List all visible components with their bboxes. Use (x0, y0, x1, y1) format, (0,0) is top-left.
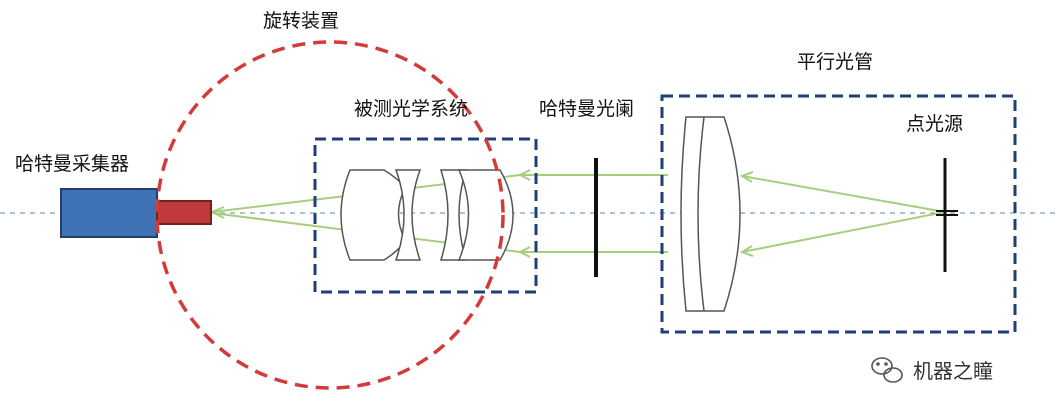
test-lens-element-1 (340, 169, 406, 261)
ray-upper-collimator (741, 175, 946, 213)
label-rotation-device: 旋转装置 (263, 10, 339, 32)
arrowhead-lower-collimator (739, 245, 754, 257)
hartmann-sensor-body (60, 188, 158, 238)
arrowhead-upper-collimator (739, 171, 754, 183)
test-lens-group (340, 169, 514, 261)
collimator-box (660, 94, 1017, 334)
arrowhead-upper-parallel (517, 169, 531, 181)
test-lens-element-3 (439, 169, 468, 261)
watermark: 机器之瞳 (871, 357, 993, 383)
test-lens-element-4 (457, 169, 514, 261)
watermark-text: 机器之瞳 (913, 359, 993, 383)
label-lens-under-test: 被测光学系统 (354, 98, 468, 120)
label-hartmann-aperture: 哈特曼光阑 (539, 98, 634, 120)
test-lens-element-2 (394, 169, 422, 261)
label-point-source: 点光源 (906, 113, 963, 135)
collimator-lens-inner-surface (697, 116, 705, 312)
lens-under-test-box (313, 137, 538, 294)
rotation-device-circle (155, 40, 505, 390)
hartmann-sensor-lens (156, 200, 212, 225)
label-hartmann-sensor: 哈特曼采集器 (15, 153, 129, 175)
wechat-icon (871, 357, 903, 383)
collimator-lens (680, 116, 741, 312)
arrowhead-lower-parallel (517, 246, 531, 258)
point-source (936, 158, 958, 272)
label-collimator: 平行光管 (797, 51, 873, 73)
collimator-lens-outer-element (680, 116, 741, 312)
ray-lower-collimator (741, 211, 946, 253)
